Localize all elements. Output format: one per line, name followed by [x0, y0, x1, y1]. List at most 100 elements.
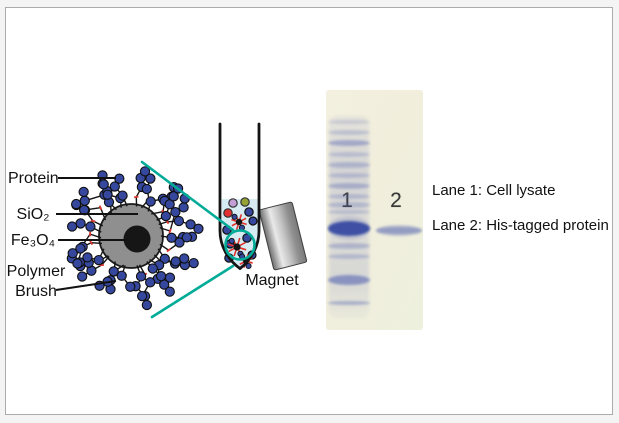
polymer-brush-label-line1: Polymer — [7, 263, 66, 280]
lysate-protein-dot — [223, 208, 233, 218]
protein-dot — [136, 290, 148, 302]
lysate-protein-dot — [228, 198, 238, 208]
polymer-brush-line — [158, 221, 168, 226]
protein-dot — [75, 243, 86, 254]
protein-dot — [160, 210, 172, 222]
protein-dot — [166, 232, 177, 243]
gel-band — [376, 226, 422, 234]
fe3o4-label: Fe₃O₄ — [11, 232, 55, 249]
gel-band — [328, 120, 370, 124]
magnetic-particle-star — [231, 213, 247, 231]
gel-band — [376, 224, 422, 236]
polymer-brush-leader-line — [55, 280, 117, 291]
protein-dot — [173, 215, 185, 227]
label-leader-lines — [55, 177, 138, 291]
gel-lane1-number: 1 — [341, 189, 353, 212]
lysate-protein-dot — [244, 207, 254, 217]
protein-dot — [170, 256, 181, 267]
protein-dot — [67, 248, 78, 259]
protein-dot — [75, 218, 86, 229]
protein-dot — [72, 258, 83, 269]
gel-band — [328, 253, 370, 259]
protein-dot — [159, 253, 170, 264]
brush-linker-dash — [133, 195, 139, 199]
protein-dot — [147, 263, 158, 274]
iron-oxide-core — [123, 225, 151, 253]
gel-band — [328, 275, 370, 285]
protein-dot — [82, 252, 93, 263]
polymer-brush-line — [151, 211, 164, 215]
protein-dot — [78, 186, 89, 198]
callout-line-bottom — [150, 264, 235, 319]
brush-linker-dash — [168, 228, 172, 234]
gel-band — [328, 129, 370, 135]
captured-protein-dot — [245, 262, 252, 270]
polymer-brush-line — [91, 242, 102, 245]
callout-line-top — [140, 160, 235, 232]
particle-core-dot — [233, 243, 241, 251]
brush-linker-dash — [89, 240, 94, 246]
gel-lane2-number: 2 — [390, 189, 402, 212]
protein-dot — [145, 196, 156, 207]
protein-dot — [168, 191, 179, 202]
protein-dot — [79, 195, 90, 206]
caption-lane2: Lane 2: His-tagged protein — [432, 217, 609, 234]
brush-linker-dash — [90, 219, 96, 223]
polymer-brush-line — [159, 243, 170, 251]
brush-linker-dash — [166, 248, 171, 253]
protein-dot — [181, 232, 192, 243]
protein-dot — [179, 253, 190, 264]
protein-dot — [66, 221, 78, 232]
magnetic-particle-star — [227, 237, 247, 257]
polymer-brush-protein-cluster — [66, 166, 204, 311]
lysate-protein-dot — [240, 197, 250, 207]
gel-image: 1 2 — [326, 90, 423, 330]
gel-band — [328, 193, 370, 199]
gel-band — [328, 183, 370, 189]
protein-label: Protein — [8, 170, 59, 187]
protein-dot — [102, 189, 113, 200]
particle-core-dot — [235, 218, 243, 226]
sio2-label: SiO₂ — [17, 206, 50, 223]
nanoparticle-diagram — [66, 166, 204, 311]
polymer-brush-label-line2: Brush — [15, 283, 57, 300]
lysate-protein-dot — [242, 233, 252, 243]
gel-band — [328, 209, 370, 215]
protein-dot — [164, 272, 176, 283]
polymer-brush-line — [89, 233, 102, 239]
protein-dot — [193, 223, 204, 234]
protein-dot — [188, 257, 199, 269]
protein-dot — [135, 271, 147, 282]
protein-dot — [164, 199, 175, 210]
captured-protein-dot — [231, 213, 238, 220]
gel-band — [328, 243, 370, 249]
protein-dot — [141, 299, 153, 311]
protein-dot — [170, 206, 181, 218]
protein-dot — [109, 181, 120, 192]
gel-band — [328, 220, 370, 236]
figure-frame — [5, 7, 613, 415]
protein-dot — [77, 271, 88, 282]
polymer-brush-line — [159, 227, 171, 232]
magnet — [258, 201, 308, 271]
gel-band — [328, 139, 370, 147]
magnification-callout — [140, 160, 256, 319]
gel-band — [328, 151, 370, 157]
protein-dot — [141, 183, 152, 195]
protein-dot — [117, 190, 128, 201]
gel-band — [328, 202, 370, 208]
gel-band — [328, 172, 370, 178]
protein-dot — [145, 277, 156, 288]
polymer-brush-line — [101, 256, 110, 266]
tube-wall-left — [218, 122, 242, 270]
protein-dot — [145, 173, 156, 184]
protein-dot — [155, 271, 167, 282]
protein-dot — [174, 237, 185, 248]
protein-dot — [108, 266, 119, 277]
magnet-label: Magnet — [245, 272, 299, 289]
protein-dot — [114, 173, 125, 184]
gel-band — [328, 162, 370, 168]
protein-dot — [139, 166, 151, 177]
protein-dot — [71, 198, 82, 210]
